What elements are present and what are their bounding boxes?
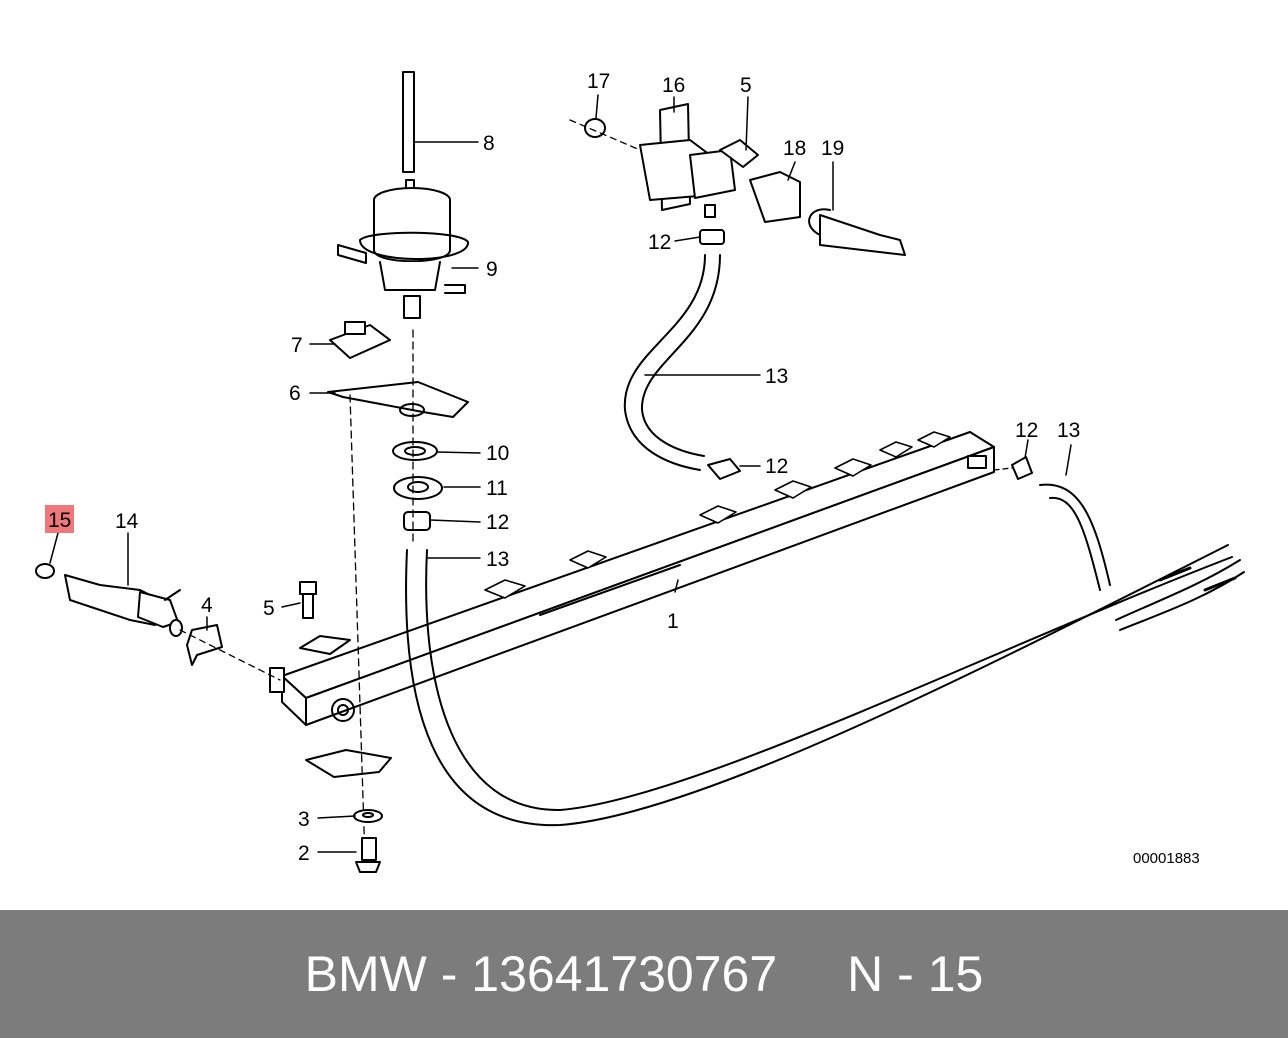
highlight-marker <box>45 505 74 533</box>
part-number-banner: BMW - 13641730767 N - 15 <box>0 910 1288 1038</box>
drawing-number: 00001883 <box>1133 850 1200 867</box>
reference-number-text: N - 15 <box>847 946 984 1002</box>
callout-3: 3 <box>298 808 310 831</box>
callout-5-lower: 5 <box>263 597 275 620</box>
leader-lines <box>49 94 1072 853</box>
callout-11: 11 <box>486 477 508 500</box>
callout-12-right: 12 <box>1015 419 1038 442</box>
upper-hose <box>623 254 721 471</box>
callout-13-upper: 13 <box>765 365 788 388</box>
callout-5-upper: 5 <box>740 74 752 97</box>
callout-13-center: 13 <box>486 548 509 571</box>
bracket-parts <box>327 321 469 531</box>
return-hose <box>405 483 1245 827</box>
callout-4: 4 <box>201 594 213 617</box>
injector-group <box>35 563 317 681</box>
parts-diagram: 1 2 3 4 5 5 6 7 8 9 10 11 12 12 12 12 13… <box>35 70 1245 873</box>
callout-7: 7 <box>291 334 303 357</box>
callout-19: 19 <box>821 137 844 160</box>
axis-line <box>349 394 366 861</box>
callout-1: 1 <box>667 610 679 633</box>
callout-16: 16 <box>662 74 685 97</box>
callout-12-hose: 12 <box>765 455 788 478</box>
callout-14: 14 <box>115 510 139 533</box>
callout-2: 2 <box>298 842 310 865</box>
hose-clamps <box>707 456 1033 480</box>
bottom-fasteners <box>353 809 383 873</box>
callout-18: 18 <box>783 137 806 160</box>
callout-12-top: 12 <box>648 231 671 254</box>
part-number-text: BMW - 13641730767 <box>304 946 778 1002</box>
callout-12-center: 12 <box>486 511 509 534</box>
callout-6: 6 <box>289 382 301 405</box>
pressure-regulator <box>337 71 470 319</box>
solenoid-valve-group <box>569 103 906 256</box>
callout-8: 8 <box>483 132 495 155</box>
callout-9: 9 <box>486 258 498 281</box>
callout-17: 17 <box>587 70 610 93</box>
callout-10: 10 <box>486 442 509 465</box>
callout-13-right: 13 <box>1057 419 1080 442</box>
fuel-rail <box>269 431 995 778</box>
callout-15: 15 <box>48 509 71 532</box>
